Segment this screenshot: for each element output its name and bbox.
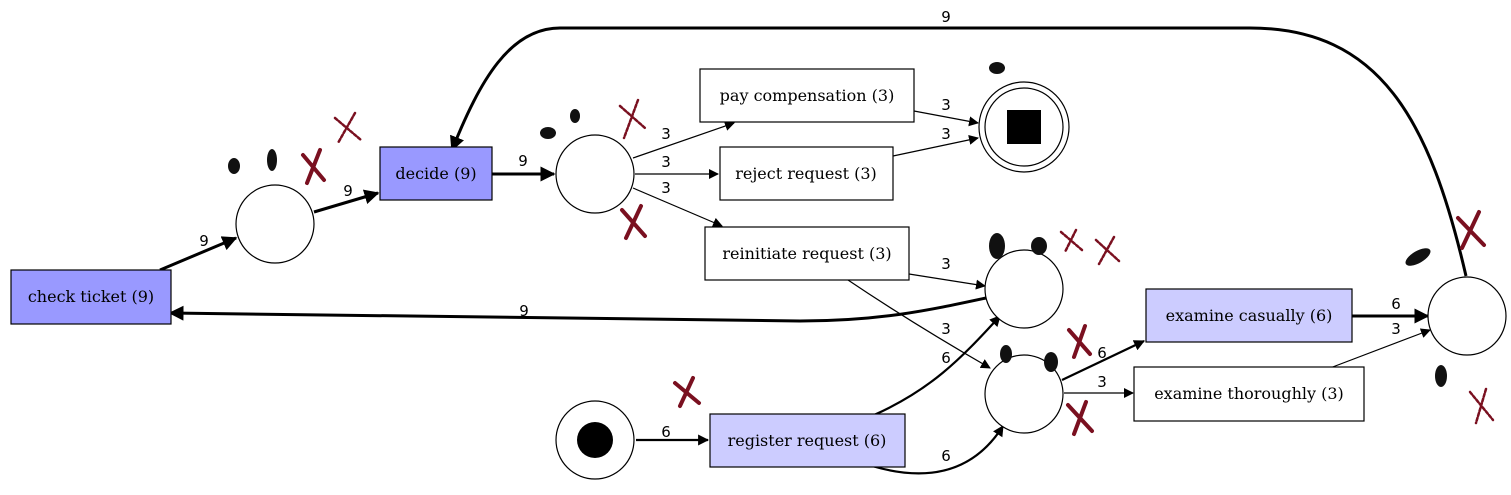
cross-mark-icon xyxy=(301,98,1495,436)
place-before-examine[interactable] xyxy=(984,354,1064,434)
arc-label-thorough-to-p5: 3 xyxy=(1391,320,1401,338)
arc-reject-to-sink xyxy=(892,134,979,157)
transition-decide[interactable]: decide (9) xyxy=(379,146,493,201)
place-before-check-ticket[interactable] xyxy=(984,249,1064,329)
start-token-icon xyxy=(577,422,613,458)
transition-register-request-label: register request (6) xyxy=(728,431,887,450)
arc-label-reinit-to-p4: 3 xyxy=(941,320,951,338)
arc-label-register-to-p3: 6 xyxy=(941,349,951,367)
transition-check-ticket-label: check ticket (9) xyxy=(28,287,154,306)
transition-decide-label: decide (9) xyxy=(395,164,476,183)
arc-label-p4-to-casual: 6 xyxy=(1097,344,1107,362)
arc-label-p1-to-decide: 9 xyxy=(343,182,353,200)
transition-pay-compensation[interactable]: pay compensation (3) xyxy=(699,68,915,123)
place-after-decide[interactable] xyxy=(555,134,635,214)
arc-label-reject-to-sink: 3 xyxy=(941,125,951,143)
transition-examine-casually-label: examine casually (6) xyxy=(1166,306,1333,325)
arc-label-reinit-to-p3: 3 xyxy=(941,255,951,273)
arc-thorough-to-p5 xyxy=(1329,328,1431,369)
place-after-check-ticket[interactable] xyxy=(235,184,315,264)
end-square-icon xyxy=(1007,110,1041,144)
arc-label-p3-to-check: 9 xyxy=(519,302,529,320)
arc-end-to-decide xyxy=(450,26,1468,277)
place-after-examine[interactable] xyxy=(1427,276,1507,356)
end-place[interactable] xyxy=(978,81,1070,173)
arc-label-start-to-register: 6 xyxy=(661,423,671,441)
transition-check-ticket[interactable]: check ticket (9) xyxy=(10,269,172,325)
transition-register-request[interactable]: register request (6) xyxy=(709,413,906,468)
transitions: check ticket (9) decide (9) pay compensa… xyxy=(10,68,1365,468)
arc-reinit-to-p4 xyxy=(847,279,991,369)
arc-pay-to-sink xyxy=(913,110,979,127)
decorative-markers xyxy=(228,62,1495,436)
arc-label-casual-to-p5: 6 xyxy=(1391,295,1401,313)
places xyxy=(235,81,1507,480)
transition-examine-casually[interactable]: examine casually (6) xyxy=(1145,288,1353,343)
arc-label-p4-to-thorough: 3 xyxy=(1097,373,1107,391)
arc-label-decide-to-p2: 9 xyxy=(518,152,528,170)
transition-reinitiate-request-label: reinitiate request (3) xyxy=(722,244,891,263)
ink-blob-icon xyxy=(228,62,1447,387)
transition-examine-thoroughly[interactable]: examine thoroughly (3) xyxy=(1133,366,1365,422)
start-place[interactable] xyxy=(555,400,635,480)
transition-reject-request-label: reject request (3) xyxy=(735,164,877,183)
arc-label-register-to-p4: 6 xyxy=(941,447,951,465)
arc-check-to-p1 xyxy=(159,236,238,272)
arc-p2-to-pay xyxy=(632,121,735,159)
arc-label-check-to-p1: 9 xyxy=(199,232,209,250)
arc-p1-to-decide xyxy=(313,189,380,214)
arc-register-to-p4 xyxy=(871,425,1004,475)
arc-label-p2-to-pay: 3 xyxy=(661,125,671,143)
transition-pay-compensation-label: pay compensation (3) xyxy=(720,86,895,105)
arc-p3-to-check xyxy=(168,296,987,323)
arc-reinit-to-p3 xyxy=(908,273,986,290)
arc-register-to-p3 xyxy=(873,315,1001,417)
arcs xyxy=(159,26,1468,475)
arc-label-p2-to-reject: 3 xyxy=(661,153,671,171)
transition-examine-thoroughly-label: examine thoroughly (3) xyxy=(1154,384,1344,403)
arc-label-pay-to-sink: 3 xyxy=(941,96,951,114)
arc-label-end-to-decide: 9 xyxy=(941,8,951,26)
transition-reinitiate-request[interactable]: reinitiate request (3) xyxy=(704,226,910,281)
arc-p4-to-casual xyxy=(1061,340,1145,381)
arc-labels: 9 9 9 9 3 3 3 3 3 3 3 9 6 6 6 6 3 6 3 xyxy=(199,8,1401,465)
arc-p2-to-reinit xyxy=(632,187,723,228)
transition-reject-request[interactable]: reject request (3) xyxy=(719,146,894,201)
arc-label-p2-to-reinit: 3 xyxy=(661,179,671,197)
